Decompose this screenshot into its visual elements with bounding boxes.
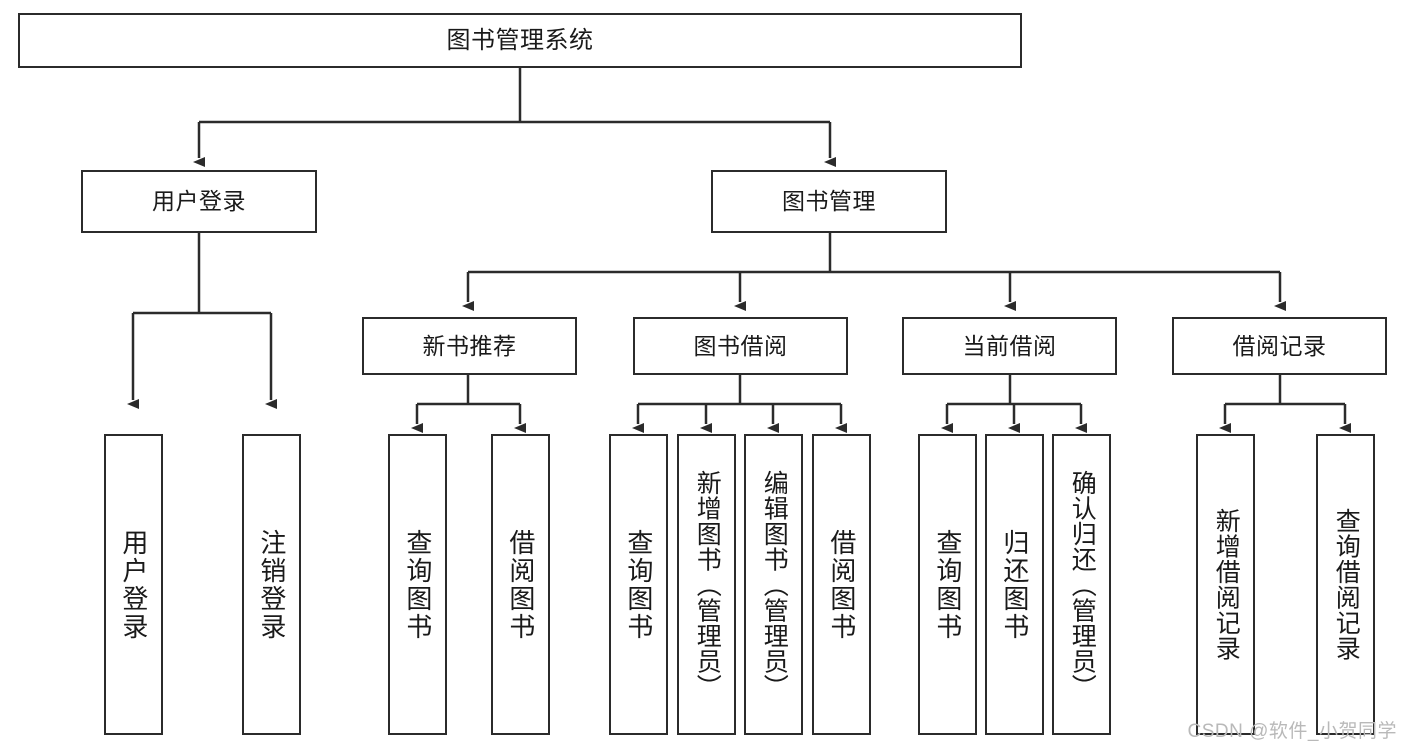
node-label: 图书借阅 xyxy=(693,332,788,359)
leaf-query-book-current[interactable]: 查询图书 xyxy=(918,434,977,735)
node-label: 查询图书 xyxy=(623,528,654,641)
node-label: 注销登录 xyxy=(256,528,287,641)
leaf-add-borrow-record[interactable]: 新增借阅记录 xyxy=(1196,434,1255,735)
node-label: 新增图书（管理员） xyxy=(693,469,722,700)
leaf-borrow-book-recommend[interactable]: 借阅图书 xyxy=(491,434,550,735)
node-root-book-management-system[interactable]: 图书管理系统 xyxy=(18,13,1022,68)
watermark-text: CSDN @软件_小贺同学 xyxy=(1187,721,1397,742)
leaf-query-book-borrow[interactable]: 查询图书 xyxy=(609,434,668,735)
node-current-borrow[interactable]: 当前借阅 xyxy=(902,317,1117,375)
leaf-confirm-return-admin[interactable]: 确认归还（管理员） xyxy=(1052,434,1111,735)
node-book-borrow[interactable]: 图书借阅 xyxy=(633,317,848,375)
node-label: 借阅记录 xyxy=(1232,332,1327,359)
node-label: 查询图书 xyxy=(402,528,433,641)
node-label: 编辑图书（管理员） xyxy=(760,469,789,700)
leaf-query-borrow-record[interactable]: 查询借阅记录 xyxy=(1316,434,1375,735)
node-label: 新书推荐 xyxy=(422,332,517,359)
node-label: 确认归还（管理员） xyxy=(1068,469,1097,700)
node-label: 图书管理 xyxy=(782,188,876,214)
node-label: 当前借阅 xyxy=(962,332,1057,359)
node-label: 借阅图书 xyxy=(826,528,857,641)
leaf-query-book-recommend[interactable]: 查询图书 xyxy=(388,434,447,735)
node-label: 用户登录 xyxy=(118,528,149,641)
node-book-management[interactable]: 图书管理 xyxy=(711,170,947,233)
leaf-return-book[interactable]: 归还图书 xyxy=(985,434,1044,735)
node-label: 用户登录 xyxy=(152,188,246,214)
node-new-book-recommend[interactable]: 新书推荐 xyxy=(362,317,577,375)
node-label: 查询图书 xyxy=(932,528,963,641)
node-user-login[interactable]: 用户登录 xyxy=(81,170,317,233)
node-label: 归还图书 xyxy=(999,528,1030,641)
node-borrow-record[interactable]: 借阅记录 xyxy=(1172,317,1387,375)
node-label: 查询借阅记录 xyxy=(1332,508,1361,661)
node-label: 借阅图书 xyxy=(505,528,536,641)
leaf-edit-book-admin[interactable]: 编辑图书（管理员） xyxy=(744,434,803,735)
node-label: 图书管理系统 xyxy=(446,26,594,54)
leaf-logout-login[interactable]: 注销登录 xyxy=(242,434,301,735)
leaf-user-login[interactable]: 用户登录 xyxy=(104,434,163,735)
leaf-borrow-book-borrow[interactable]: 借阅图书 xyxy=(812,434,871,735)
leaf-add-book-admin[interactable]: 新增图书（管理员） xyxy=(677,434,736,735)
node-label: 新增借阅记录 xyxy=(1212,508,1241,661)
